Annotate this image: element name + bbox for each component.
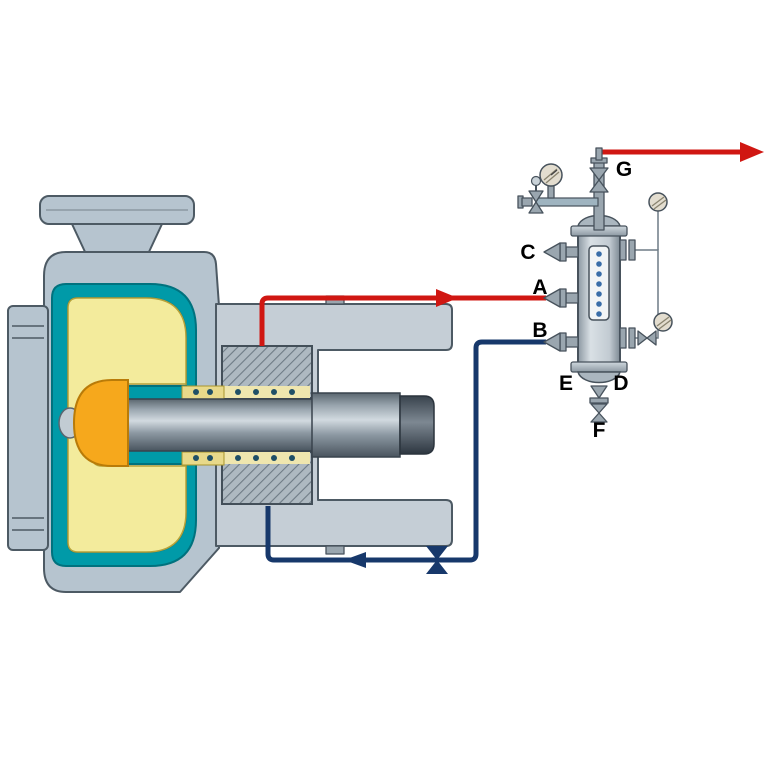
return-line-valve	[426, 546, 448, 560]
drain-cone	[590, 385, 608, 399]
gauge-hatch	[653, 199, 667, 210]
header-end-stub	[521, 197, 533, 207]
vent-valve-g	[589, 167, 609, 181]
needle-valve	[528, 201, 544, 214]
label-g: G	[616, 158, 632, 181]
drain-valve	[590, 403, 608, 414]
gauge-hatch	[651, 196, 665, 207]
seal-face-strip-upper	[224, 386, 310, 398]
return-line-valve	[426, 560, 448, 574]
nozzle-b	[543, 332, 579, 352]
vent-valve-g	[589, 179, 609, 193]
seal-return-line	[265, 339, 546, 563]
suction-flange	[7, 305, 49, 551]
seal-reservoir	[517, 147, 673, 423]
level-loop-valve	[646, 330, 657, 346]
vent-outlet-stub	[595, 147, 603, 161]
gauge-header-pipe	[535, 197, 599, 207]
seal-sleeve-upper	[181, 385, 225, 400]
discharge-neck	[71, 223, 163, 255]
pump-shaft	[111, 398, 323, 452]
label-e: E	[559, 372, 573, 395]
impeller-hub	[72, 379, 129, 467]
nozzle-right-upper	[619, 239, 636, 261]
drain-flange	[589, 397, 609, 404]
nozzle-right-lower	[619, 312, 673, 349]
nozzle-c	[543, 242, 579, 262]
seal-spring-dots	[193, 389, 295, 461]
drain-valve	[590, 412, 608, 423]
nozzle-a	[543, 288, 579, 308]
seal-supply-line	[259, 295, 546, 346]
label-b: B	[532, 319, 547, 342]
label-f: F	[593, 419, 606, 442]
seal-face-strip-lower	[224, 452, 310, 464]
piping	[259, 142, 764, 574]
level-loop-valve	[637, 330, 648, 346]
needle-valve-handle	[530, 175, 542, 187]
shaft-sleeve-step	[311, 392, 401, 458]
shaft-end	[399, 395, 435, 455]
gauge-needle	[550, 169, 558, 176]
reservoir-bottom-head	[577, 371, 621, 384]
seal-sleeve-lower	[181, 451, 225, 466]
connection-labels: A B C D E F G	[520, 158, 632, 442]
level-gauge-dots	[596, 251, 602, 317]
reservoir-top-piping	[517, 147, 609, 231]
return-flow-arrow	[344, 552, 366, 568]
label-c: C	[520, 241, 535, 264]
reservoir-bottom-flange	[570, 361, 628, 373]
label-a: A	[532, 276, 547, 299]
outlet-flow-arrow	[740, 142, 764, 162]
supply-flow-arrow	[436, 289, 458, 307]
pressure-gauge-stem	[547, 185, 555, 199]
reservoir-drain	[589, 385, 609, 423]
bracket-bolt	[325, 545, 345, 555]
pump-cross-section	[7, 195, 453, 593]
label-d: D	[613, 372, 628, 395]
